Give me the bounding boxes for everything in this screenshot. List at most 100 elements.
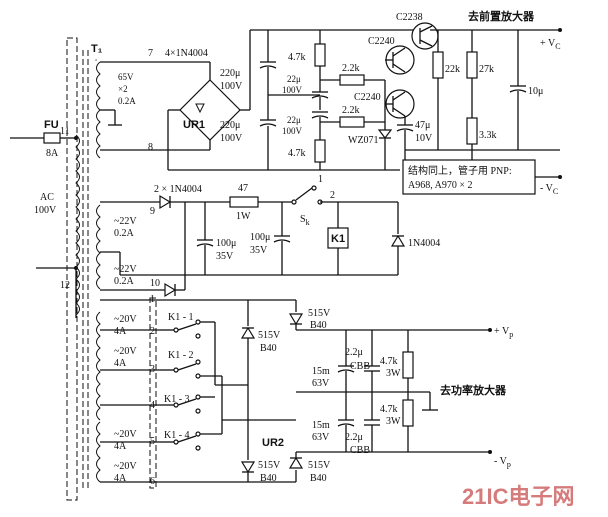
svg-text:1N4004: 1N4004 bbox=[408, 238, 440, 249]
svg-text:CBB: CBB bbox=[350, 361, 370, 372]
svg-text:2 × 1N4004: 2 × 1N4004 bbox=[154, 184, 202, 195]
resistor-47 bbox=[229, 196, 259, 208]
ur2-diode-2 bbox=[240, 461, 256, 474]
vc-positive: + VC bbox=[540, 38, 561, 51]
svg-text:220μ: 220μ bbox=[220, 68, 240, 79]
svg-text:~22V: ~22V bbox=[114, 216, 137, 227]
svg-text:8A: 8A bbox=[46, 148, 59, 159]
svg-text:B40: B40 bbox=[310, 473, 327, 484]
switch-lever[interactable] bbox=[295, 187, 313, 201]
svg-text:1: 1 bbox=[318, 174, 323, 185]
svg-text:27k: 27k bbox=[479, 64, 494, 75]
ur2-diode-1 bbox=[240, 326, 256, 339]
secondary-winding-1 bbox=[96, 61, 101, 159]
svg-text:100V: 100V bbox=[34, 205, 57, 216]
svg-text:47μ: 47μ bbox=[415, 120, 430, 131]
svg-text:100V: 100V bbox=[220, 133, 243, 144]
svg-text:100μ: 100μ bbox=[216, 238, 236, 249]
svg-text:63V: 63V bbox=[312, 378, 330, 389]
svg-text:B40: B40 bbox=[310, 320, 327, 331]
svg-text:~20V: ~20V bbox=[114, 429, 137, 440]
svg-text:0.2A: 0.2A bbox=[114, 228, 135, 239]
pin-9: 9 bbox=[150, 206, 155, 217]
resistor-4-7k-1 bbox=[314, 43, 326, 67]
svg-text:4.7k: 4.7k bbox=[288, 52, 306, 63]
svg-text:35V: 35V bbox=[216, 251, 234, 262]
svg-text:4A: 4A bbox=[114, 441, 127, 452]
resistor-4-7k-3w-2 bbox=[402, 399, 414, 427]
svg-text:0.2A: 0.2A bbox=[114, 276, 135, 287]
svg-text:2.2k: 2.2k bbox=[342, 105, 360, 116]
svg-text:4.7k: 4.7k bbox=[380, 356, 398, 367]
power-amp-supply: K1 - 1 K1 - 2 K1 - 3 K1 - 4 bbox=[100, 297, 513, 489]
svg-text:100μ: 100μ bbox=[250, 232, 270, 243]
svg-text:35V: 35V bbox=[250, 245, 268, 256]
svg-text:22k: 22k bbox=[445, 64, 460, 75]
svg-text:CBB: CBB bbox=[350, 445, 370, 456]
pin-10: 10 bbox=[150, 278, 160, 289]
svg-text:UR2: UR2 bbox=[262, 437, 284, 449]
svg-text:UR1: UR1 bbox=[183, 119, 205, 131]
svg-text:515V: 515V bbox=[308, 308, 331, 319]
fuse-label: FU bbox=[44, 119, 59, 131]
svg-text:4A: 4A bbox=[114, 473, 127, 484]
svg-text:3W: 3W bbox=[386, 368, 401, 379]
watermark-logo: 21IC电子网 bbox=[462, 484, 574, 509]
relay-supply: 2 × 1N4004 100μ 35V 47 1W 100μ 35V Sk 1 … bbox=[100, 174, 440, 298]
svg-text:K1: K1 bbox=[331, 233, 345, 245]
transformer-ref: T₁ bbox=[91, 43, 103, 55]
switch-contact-common[interactable] bbox=[291, 199, 297, 205]
flyback-diode bbox=[390, 234, 406, 247]
preamp-supply: 4×1N4004 UR1 220μ 100V 220μ 100V bbox=[100, 9, 562, 196]
switch-label: Sk bbox=[300, 214, 310, 227]
resistor-4-7k-2 bbox=[314, 139, 326, 163]
zener-diode bbox=[377, 129, 393, 139]
svg-text:~20V: ~20V bbox=[114, 461, 137, 472]
svg-text:2.2μ: 2.2μ bbox=[345, 347, 363, 358]
svg-text:15m: 15m bbox=[312, 366, 330, 377]
pin-7: 7 bbox=[148, 48, 153, 59]
svg-text:3W: 3W bbox=[386, 416, 401, 427]
pin-8: 8 bbox=[148, 142, 153, 153]
svg-text:0.2A: 0.2A bbox=[118, 96, 136, 106]
svg-text:4.7k: 4.7k bbox=[380, 404, 398, 415]
relay-contacts bbox=[173, 319, 201, 451]
svg-text:C2240: C2240 bbox=[354, 92, 381, 103]
svg-text:~22V: ~22V bbox=[114, 264, 137, 275]
pin-12: 12 bbox=[60, 280, 70, 291]
svg-text:22μ: 22μ bbox=[287, 115, 301, 125]
diode-d2 bbox=[164, 282, 177, 298]
svg-text:~20V: ~20V bbox=[114, 346, 137, 357]
diode-d1 bbox=[159, 194, 172, 210]
resistor-27k bbox=[466, 51, 478, 79]
svg-text:2.2μ: 2.2μ bbox=[345, 432, 363, 443]
pin-11: 11 bbox=[60, 126, 70, 137]
resistor-22k bbox=[432, 51, 444, 79]
svg-text:B40: B40 bbox=[260, 473, 277, 484]
pin-2: 2 bbox=[150, 326, 155, 337]
to-preamp-label: 去前置放大器 bbox=[468, 9, 535, 23]
svg-text:100V: 100V bbox=[282, 85, 303, 95]
transformer-core-left bbox=[66, 37, 78, 501]
transformer: T₁ 65V ×2 0.2A ~22V 0.2A ~22V 0.2A ~20V … bbox=[60, 37, 160, 501]
svg-text:结构同上，管子用 PNP:: 结构同上，管子用 PNP: bbox=[408, 164, 512, 177]
svg-text:4A: 4A bbox=[114, 358, 127, 369]
primary-winding bbox=[75, 134, 80, 316]
resistor-2-2k-2 bbox=[339, 116, 365, 128]
svg-text:WZ071: WZ071 bbox=[348, 135, 379, 146]
svg-text:10V: 10V bbox=[415, 133, 433, 144]
svg-text:4A: 4A bbox=[114, 326, 127, 337]
svg-text:47: 47 bbox=[238, 183, 248, 194]
fuse bbox=[43, 132, 61, 144]
svg-text:4.7k: 4.7k bbox=[288, 148, 306, 159]
svg-text:2: 2 bbox=[330, 190, 335, 201]
ac-input: FU 8A AC 100V bbox=[10, 119, 78, 318]
svg-text:220μ: 220μ bbox=[220, 120, 240, 131]
svg-text:C2238: C2238 bbox=[396, 12, 423, 23]
k1-2-label: K1 - 2 bbox=[168, 350, 194, 361]
k1-3-label: K1 - 3 bbox=[164, 394, 190, 405]
ur2-diode-4 bbox=[288, 456, 304, 469]
svg-text:63V: 63V bbox=[312, 432, 330, 443]
secondary-winding-2 bbox=[96, 204, 101, 290]
